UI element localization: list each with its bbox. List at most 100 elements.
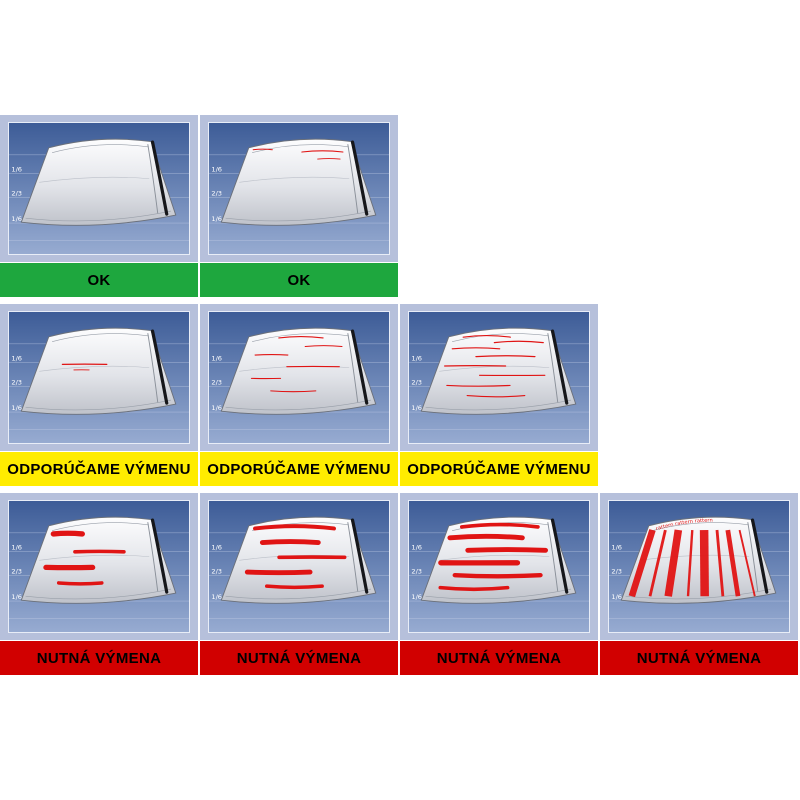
windshield-graphic: 1/62/31/6	[8, 122, 190, 255]
svg-text:2/3: 2/3	[611, 568, 622, 576]
status-label-ok-2: OK	[200, 263, 398, 297]
windshield-panel: 1/6 2/3 1/6	[200, 304, 398, 451]
bottom-edge-detail-line	[425, 588, 572, 600]
status-label-required-4: NUTNÁ VÝMENA	[600, 641, 798, 675]
svg-text:1/6: 1/6	[211, 355, 222, 363]
wear-streaks	[628, 529, 756, 598]
wiper-blade	[350, 329, 369, 405]
top-edge-detail-line	[252, 144, 349, 153]
wiper-blade	[550, 518, 569, 594]
windshield-shape	[220, 516, 377, 604]
svg-text:1/6: 1/6	[411, 404, 422, 412]
wiper-blade	[350, 518, 369, 594]
svg-text:1/6: 1/6	[411, 544, 422, 552]
mid-detail-line	[39, 176, 150, 183]
wiper-arm-line	[147, 522, 159, 592]
status-label-recommend-1: ODPORÚČAME VÝMENU	[0, 452, 198, 486]
bottom-edge-detail-line	[25, 210, 172, 222]
windshield-shape	[20, 138, 177, 226]
status-label-required-2: NUTNÁ VÝMENA	[200, 641, 398, 675]
svg-text:1/6: 1/6	[211, 544, 222, 552]
scale-labels: 1/62/31/6	[611, 544, 622, 601]
status-label-required-3: NUTNÁ VÝMENA	[400, 641, 598, 675]
wear-streaks	[252, 148, 344, 160]
svg-text:2/3: 2/3	[211, 190, 222, 198]
status-label-required-1: NUTNÁ VÝMENA	[0, 641, 198, 675]
scale-labels: 1/62/31/6	[211, 166, 222, 223]
mid-detail-line	[639, 554, 750, 561]
windshield-graphic: 1/6 2/3 1/6	[8, 500, 190, 633]
windshield-shape	[220, 327, 377, 415]
windshield-shape	[20, 327, 177, 415]
wiper-arm-line	[547, 522, 559, 592]
windshield-graphic: 1/62/31/6	[408, 500, 590, 633]
scale-labels: 1/6 2/3 1/6	[411, 355, 422, 412]
windshield-panel: 1/6 2/3 1/6	[200, 493, 398, 640]
svg-text:1/6: 1/6	[11, 593, 22, 601]
wiper-arm-line	[147, 333, 159, 403]
mid-detail-line	[439, 365, 550, 372]
wear-streaks	[438, 522, 549, 592]
bottom-edge-detail-line	[25, 588, 172, 600]
top-edge-detail-line	[52, 333, 149, 342]
mid-detail-line	[39, 554, 150, 561]
wiper-blade	[550, 329, 569, 405]
svg-text:2/3: 2/3	[11, 379, 22, 387]
svg-text:1/6: 1/6	[11, 404, 22, 412]
wiper-blade	[150, 518, 169, 594]
svg-text:1/6: 1/6	[411, 355, 422, 363]
windshield-panel: 1/6 2/3 1/6	[0, 304, 198, 451]
scale-labels: 1/6 2/3 1/6	[211, 544, 222, 601]
svg-text:2/3: 2/3	[11, 568, 22, 576]
svg-text:2/3: 2/3	[411, 568, 422, 576]
bottom-edge-detail-line	[225, 588, 372, 600]
svg-text:2/3: 2/3	[411, 379, 422, 387]
scale-labels: 1/6 2/3 1/6	[211, 355, 222, 412]
wiper-arm-line	[347, 522, 359, 592]
scale-labels: 1/6 2/3 1/6	[11, 355, 22, 412]
svg-text:2/3: 2/3	[11, 190, 22, 198]
windshield-graphic: 1/6 2/3 1/6	[208, 500, 390, 633]
svg-text:1/6: 1/6	[211, 215, 222, 223]
svg-text:1/6: 1/6	[11, 355, 22, 363]
wiper-blade	[750, 518, 769, 594]
wear-streaks	[61, 363, 108, 371]
windshield-graphic: 1/6 2/3 1/6	[408, 311, 590, 444]
bottom-edge-detail-line	[225, 210, 372, 222]
windshield-panel: 1/6 2/3 1/6	[0, 493, 198, 640]
mid-detail-line	[39, 365, 150, 372]
wiper-arm-line	[747, 522, 759, 592]
status-label-ok-1: OK	[0, 263, 198, 297]
wiper-blade	[350, 140, 369, 216]
status-label-recommend-3: ODPORÚČAME VÝMENU	[400, 452, 598, 486]
top-edge-detail-line	[652, 522, 749, 531]
svg-text:2/3: 2/3	[211, 568, 222, 576]
mid-detail-line	[439, 554, 550, 561]
svg-text:1/6: 1/6	[11, 544, 22, 552]
svg-text:1/6: 1/6	[211, 404, 222, 412]
svg-text:1/6: 1/6	[211, 593, 222, 601]
wear-streaks	[43, 530, 126, 586]
bottom-edge-detail-line	[25, 399, 172, 411]
svg-text:1/6: 1/6	[11, 215, 22, 223]
wiper-arm-line	[347, 144, 359, 214]
wiper-arm-line	[147, 144, 159, 214]
wiper-blade	[150, 329, 169, 405]
windshield-graphic: 1/62/31/6	[208, 122, 390, 255]
wear-streaks	[444, 335, 546, 398]
svg-text:2/3: 2/3	[211, 379, 222, 387]
scale-labels: 1/62/31/6	[411, 544, 422, 601]
mid-detail-line	[239, 176, 350, 183]
status-label-recommend-2: ODPORÚČAME VÝMENU	[200, 452, 398, 486]
